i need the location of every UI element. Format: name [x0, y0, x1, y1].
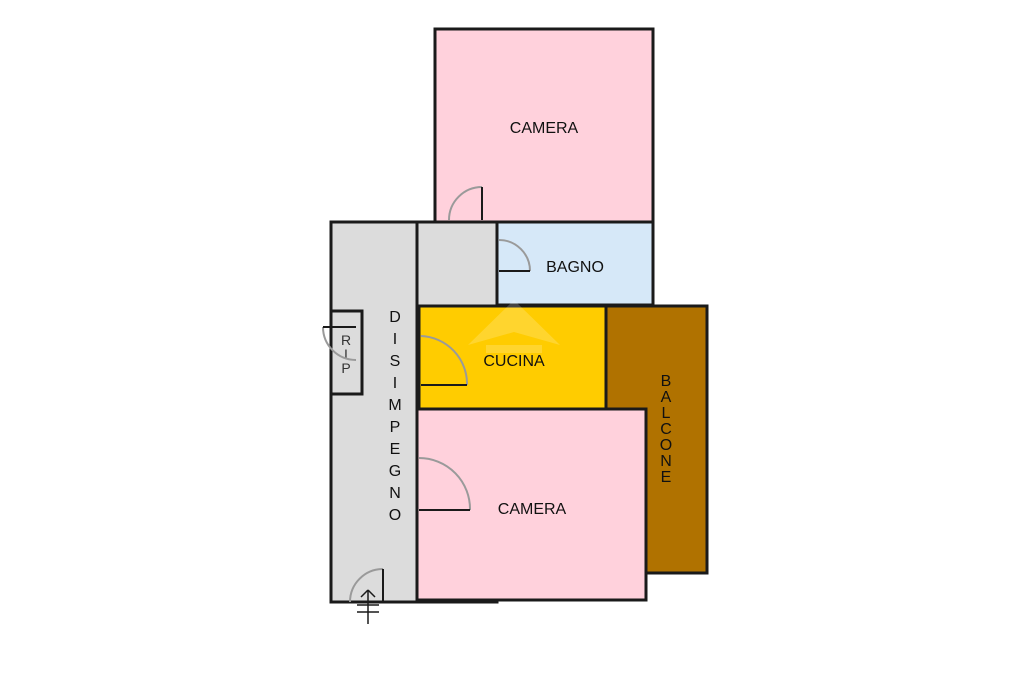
- room-cucina-label: CUCINA: [483, 353, 545, 370]
- entrance-arrow-icon: [357, 589, 379, 624]
- room-camera-bottom-label: CAMERA: [498, 501, 567, 518]
- house-watermark-icon: [468, 300, 560, 353]
- door-cucina: [420, 335, 469, 386]
- room-camera-top-label: CAMERA: [510, 120, 579, 137]
- door-bagno: [498, 239, 531, 272]
- door-entrance: [349, 568, 384, 603]
- room-camera-bottom: [415, 407, 648, 602]
- room-bagno-label: BAGNO: [546, 259, 604, 276]
- door-camera-bottom: [418, 457, 472, 511]
- room-bagno: [495, 220, 655, 307]
- door-camera-top: [448, 186, 483, 221]
- door-ripostiglio: [322, 326, 357, 361]
- room-camera-top: [433, 27, 655, 224]
